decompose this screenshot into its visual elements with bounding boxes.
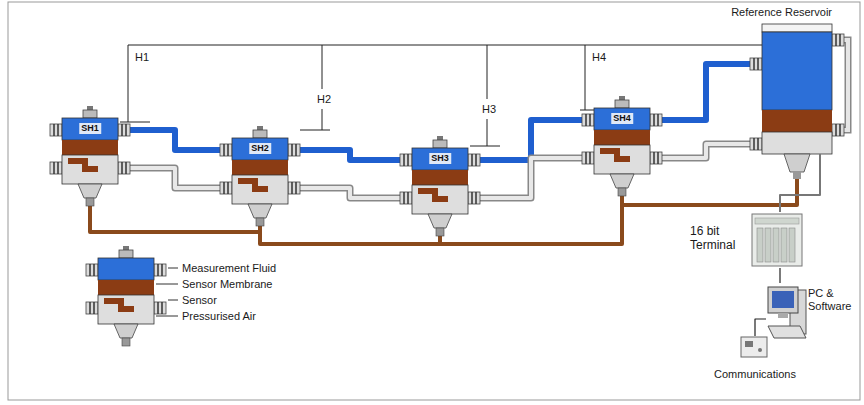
sensor-unit: SH1 — [62, 118, 118, 206]
height-label: H1 — [134, 50, 150, 64]
signal-cable — [622, 179, 797, 205]
pc-unit: PC & Software — [766, 283, 856, 347]
connector-stroke — [780, 179, 820, 212]
connector-stroke — [650, 144, 762, 158]
connector-stroke — [755, 319, 766, 336]
data-cable — [780, 268, 781, 283]
part-label: Sensor Membrane — [181, 277, 274, 291]
connector-stroke — [468, 158, 594, 198]
node-label: SH4 — [611, 113, 633, 124]
fluid-pipe — [118, 130, 232, 150]
connector-stroke — [118, 130, 232, 150]
sensor-unit: SH3 — [412, 148, 468, 236]
terminal-unit: 16 bit Terminal — [690, 212, 808, 268]
sensor-unit: SH4 — [594, 108, 650, 196]
connector-stroke — [288, 188, 412, 198]
height-label: H4 — [591, 50, 607, 64]
reference-reservoir: Reference Reservoir — [762, 24, 832, 179]
connector-stroke — [779, 268, 780, 283]
data-cable — [780, 179, 820, 212]
node-label: SH3 — [429, 153, 451, 164]
connector-stroke — [650, 144, 762, 158]
height-label: H3 — [481, 102, 497, 116]
node-label: Communications — [700, 368, 810, 381]
air-pipe — [468, 158, 594, 198]
part-label: Sensor — [181, 293, 218, 307]
fluid-pipe — [288, 150, 412, 160]
connector-stroke — [118, 168, 232, 188]
part-label: Pressurised Air — [181, 309, 257, 323]
connector-stroke — [650, 64, 762, 120]
signal-cable — [90, 206, 260, 232]
height-label: H2 — [316, 92, 332, 106]
air-pipe — [288, 188, 412, 198]
air-pipe — [650, 144, 762, 158]
data-cable — [755, 319, 766, 336]
connector-stroke — [90, 206, 260, 232]
node-label: SH1 — [79, 123, 101, 134]
communications-unit: Communications — [700, 336, 810, 382]
sensor-unit: SH2 — [232, 138, 288, 226]
connector-stroke — [288, 150, 412, 160]
fluid-pipe — [468, 120, 594, 160]
connector-stroke — [260, 226, 440, 244]
connector-stroke — [622, 179, 797, 205]
node-label: 16 bit Terminal — [690, 224, 748, 252]
node-label: PC & Software — [808, 287, 856, 313]
connector-stroke — [118, 168, 232, 188]
node-label: SH2 — [249, 143, 271, 154]
node-label: Reference Reservoir — [731, 5, 832, 19]
connector-stroke — [288, 188, 412, 198]
connector-stroke — [468, 120, 594, 160]
signal-cable — [260, 226, 440, 244]
air-pipe — [118, 168, 232, 188]
connector-stroke — [468, 158, 594, 198]
fluid-pipe — [650, 64, 762, 120]
part-label: Measurement Fluid — [181, 261, 277, 275]
